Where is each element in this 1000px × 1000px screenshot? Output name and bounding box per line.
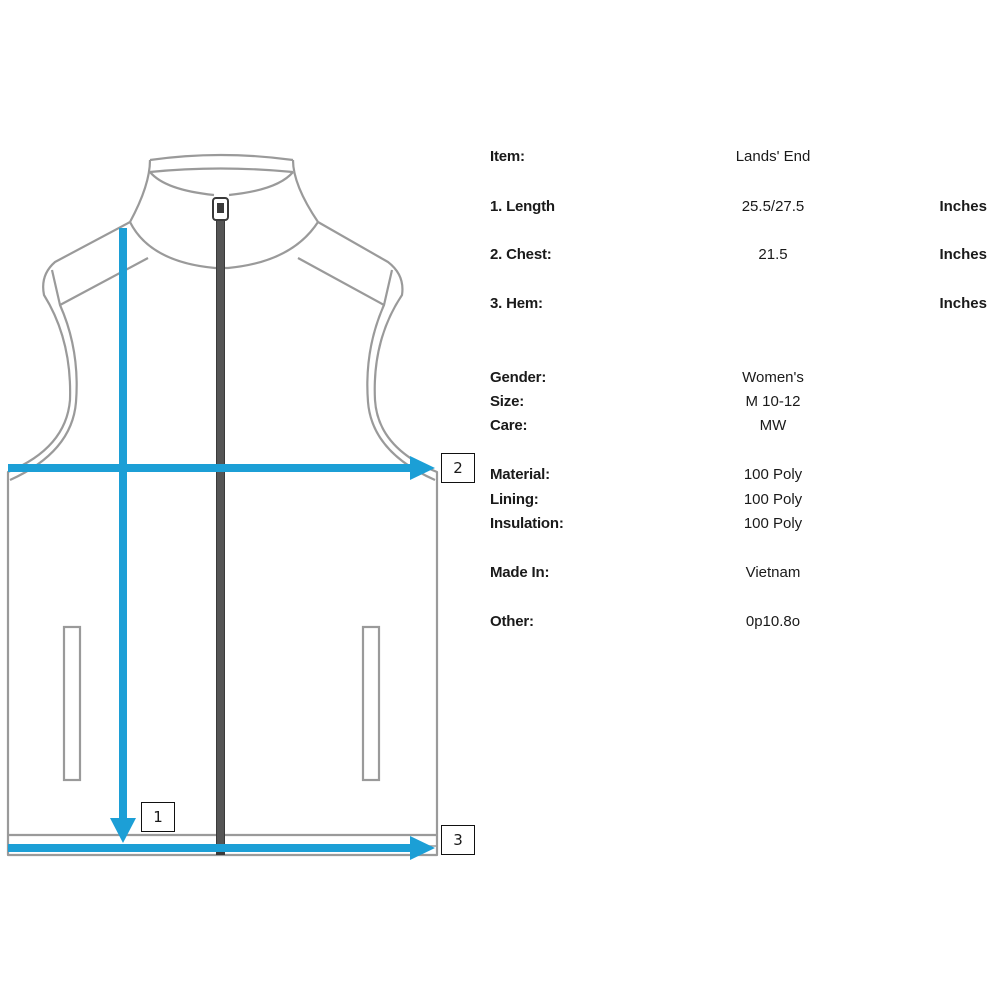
- chest-arrow: [8, 456, 435, 480]
- spec-row-hem: 3. Hem: Inches: [490, 293, 995, 315]
- spec-value: 100 Poly: [743, 466, 803, 483]
- spec-value: Vietnam: [745, 564, 801, 581]
- spec-label: Other:: [490, 613, 534, 630]
- spec-value: 0p10.8o: [745, 613, 801, 630]
- spec-value: M 10-12: [745, 393, 801, 410]
- spec-value: 21.5: [758, 246, 788, 263]
- pocket-left: [62, 625, 82, 782]
- spec-row-insulation: Insulation: 100 Poly: [490, 513, 995, 535]
- vest-diagram: [6, 153, 439, 860]
- spec-unit: Inches: [939, 295, 987, 312]
- spec-value: Women's: [742, 369, 804, 386]
- pocket-right: [361, 625, 381, 782]
- spec-row-gender: Gender: Women's: [490, 367, 995, 389]
- spec-label: Care:: [490, 417, 528, 434]
- spec-label: Size:: [490, 393, 525, 410]
- spec-row-care: Care: MW: [490, 415, 995, 437]
- spec-label: 3. Hem:: [490, 295, 543, 312]
- spec-row-lining: Lining: 100 Poly: [490, 489, 995, 511]
- spec-label: Item:: [490, 148, 525, 165]
- spec-label: Made In:: [490, 564, 550, 581]
- spec-label: Insulation:: [490, 515, 564, 532]
- spec-row-made-in: Made In: Vietnam: [490, 562, 995, 584]
- callout-length: 1: [141, 802, 175, 832]
- spec-label: Material:: [490, 466, 550, 483]
- spec-row-material: Material: 100 Poly: [490, 464, 995, 486]
- spec-label: Gender:: [490, 369, 547, 386]
- length-arrow: [110, 228, 136, 843]
- spec-value: Lands' End: [735, 148, 811, 165]
- spec-row-length: 1. Length 25.5/27.5 Inches: [490, 196, 995, 218]
- spec-value: 100 Poly: [743, 491, 803, 508]
- hem-arrow: [8, 836, 435, 860]
- zipper: [212, 197, 229, 855]
- spec-unit: Inches: [939, 198, 987, 215]
- spec-label: 2. Chest:: [490, 246, 552, 263]
- callout-hem: 3: [441, 825, 475, 855]
- spec-label: Lining:: [490, 491, 539, 508]
- spec-row-item: Item: Lands' End: [490, 146, 995, 168]
- spec-row-chest: 2. Chest: 21.5 Inches: [490, 244, 995, 266]
- spec-row-other: Other: 0p10.8o: [490, 611, 995, 633]
- spec-value: MW: [759, 417, 787, 434]
- callout-chest: 2: [441, 453, 475, 483]
- spec-value: 25.5/27.5: [741, 198, 805, 215]
- spec-row-size: Size: M 10-12: [490, 391, 995, 413]
- spec-value: 100 Poly: [743, 515, 803, 532]
- spec-unit: Inches: [939, 246, 987, 263]
- spec-label: 1. Length: [490, 198, 555, 215]
